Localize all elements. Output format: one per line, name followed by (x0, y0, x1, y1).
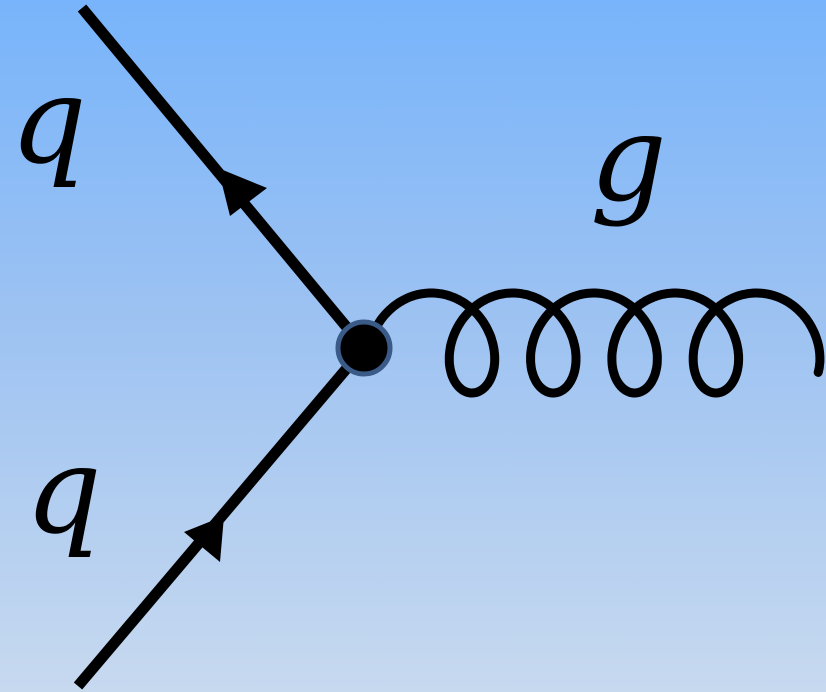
gluon-line (365, 288, 825, 398)
outgoing-quark-label: q (10, 52, 87, 191)
interaction-vertex (335, 319, 393, 377)
outgoing-quark-arrow (218, 168, 267, 216)
incoming-quark-line (73, 344, 369, 690)
incoming-quark-label: q (25, 422, 102, 561)
gluon-label: g (590, 90, 667, 229)
incoming-quark-arrow (184, 516, 224, 562)
